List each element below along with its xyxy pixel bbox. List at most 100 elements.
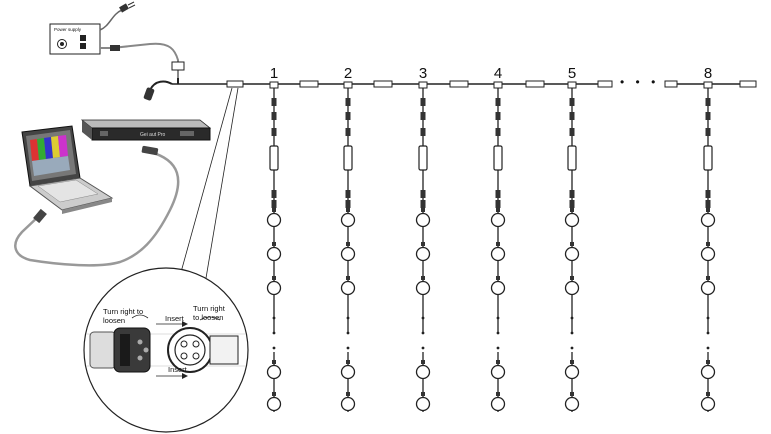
string-3-connector-4 [420,200,426,208]
string-3-led-cap-2 [421,276,425,280]
string-1-led-0 [266,212,282,228]
string-6-connector-4 [705,200,711,208]
string-4-connector-3 [495,190,501,198]
string-number-3: 3 [419,65,427,82]
power-supply-label: Power supply [54,27,82,32]
string-3-led-3 [415,364,431,380]
string-6-dot-0 [706,316,710,320]
controller-label: Gei aut Pro [140,132,166,138]
string-4-led-cap-1 [496,242,500,246]
string-6-led-3 [700,364,716,380]
string-1-led-3 [266,364,282,380]
string-number-5: 5 [568,65,576,82]
string-5-led-1 [564,246,580,262]
string-1-dot-1 [272,331,276,335]
string-1-led-cap-0 [272,208,276,212]
string-2-dot-1 [346,331,350,335]
string-2-led-1 [340,246,356,262]
string-4-dot-0 [496,316,500,320]
string-5-led-0 [564,212,580,228]
string-2-led-cap-3 [346,360,350,364]
string-1-dot-2 [272,346,276,350]
string-1-module [269,145,279,171]
string-4-led-0 [490,212,506,228]
string-1-connector-2 [271,128,277,136]
string-4-led-cap-2 [496,276,500,280]
string-1-connector-0 [271,98,277,106]
string-6-connector-1 [705,112,711,120]
string-4-led-3 [490,364,506,380]
string-5-led-cap-2 [570,276,574,280]
string-2-connector-3 [345,190,351,198]
string-6-led-1 [700,246,716,262]
data-input-connector [143,87,155,101]
laptop-screen-color-bars [30,135,70,176]
string-5-connector-0 [569,98,575,106]
string-5-led-4 [564,396,580,412]
string-1-led-4 [266,396,282,412]
string-2-connector-4 [345,200,351,208]
string-number-8: 8 [704,65,712,82]
string-4-connector-2 [495,128,501,136]
string-5-tee [567,81,577,89]
string-1-led-cap-1 [272,242,276,246]
string-4-connector-4 [495,200,501,208]
string-2-led-cap-1 [346,242,350,246]
string-6-led-4 [700,396,716,412]
string-2-connector-1 [345,112,351,120]
usb-connector [33,208,47,224]
string-6-dot-1 [706,331,710,335]
string-2-led-4 [340,396,356,412]
string-6-led-cap-4 [706,392,710,396]
string-4-led-2 [490,280,506,296]
string-5-connector-4 [569,200,575,208]
string-6-led-2 [700,280,716,296]
string-5-connector-3 [569,190,575,198]
string-2-led-2 [340,280,356,296]
string-6-led-cap-3 [706,360,710,364]
string-1-led-cap-3 [272,360,276,364]
string-1-tee [269,81,279,89]
trunk-line [172,80,757,88]
string-5-led-cap-0 [570,208,574,212]
insert-label-bottom: Insert [168,365,188,374]
string-5-led-cap-3 [570,360,574,364]
string-4-led-cap-4 [496,392,500,396]
string-number-2: 2 [344,65,352,82]
string-3-module [418,145,428,171]
led-strings [266,81,716,412]
string-3-connector-1 [420,112,426,120]
string-6-led-cap-1 [706,242,710,246]
string-1-dot-0 [272,316,276,320]
trunk-ellipsis: • • • [620,75,659,89]
string-5-connector-2 [569,128,575,136]
string-2-tee [343,81,353,89]
string-5-led-3 [564,364,580,380]
string-3-led-cap-3 [421,360,425,364]
string-6-connector-3 [705,190,711,198]
string-4-led-cap-3 [496,360,500,364]
string-5-dot-0 [570,316,574,320]
string-number-1: 1 [270,65,278,82]
string-5-led-2 [564,280,580,296]
string-1-led-cap-2 [272,276,276,280]
string-3-led-cap-4 [421,392,425,396]
string-4-led-cap-0 [496,208,500,212]
string-3-dot-0 [421,316,425,320]
string-2-connector-2 [345,128,351,136]
string-5-led-cap-1 [570,242,574,246]
string-6-dot-2 [706,346,710,350]
string-3-led-2 [415,280,431,296]
string-4-connector-0 [495,98,501,106]
string-2-led-3 [340,364,356,380]
string-3-led-cap-1 [421,242,425,246]
string-5-dot-2 [570,346,574,350]
string-2-dot-0 [346,316,350,320]
string-3-led-0 [415,212,431,228]
string-5-led-cap-4 [570,392,574,396]
y-splitter [143,61,185,101]
string-2-dot-2 [346,346,350,350]
